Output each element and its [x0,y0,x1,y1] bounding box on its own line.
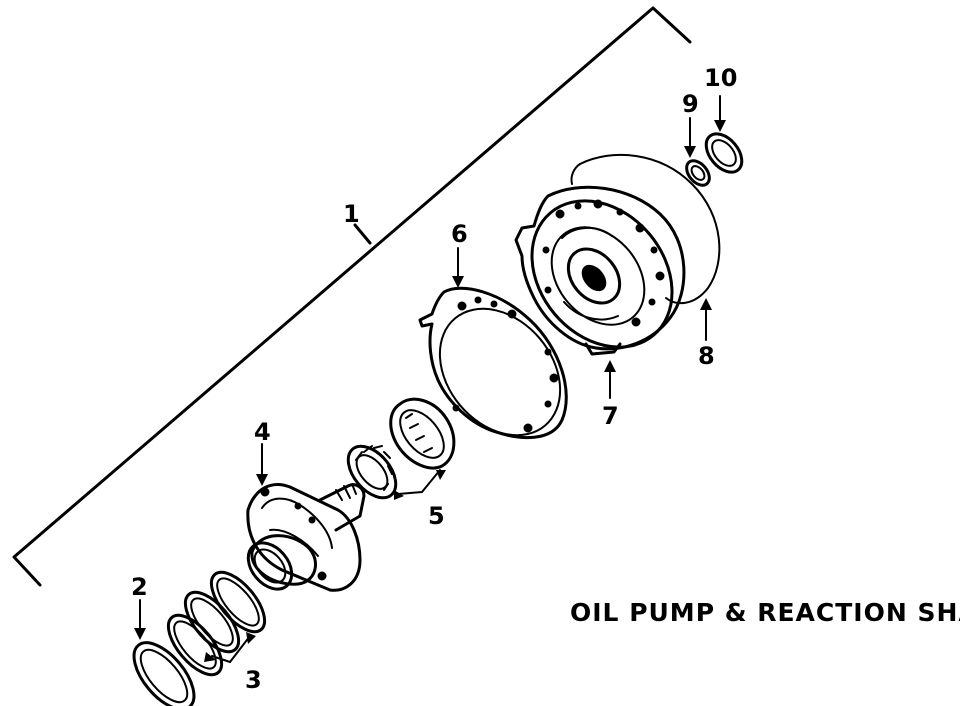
callout-5: 5 [428,502,445,530]
callout-1: 1 [343,200,360,228]
part-4-reaction-shaft-support [246,443,366,592]
part-3-seal-rings [166,570,267,677]
callout-4: 4 [254,418,271,446]
part-2-seal-ring [132,599,196,706]
callout-8: 8 [698,342,715,370]
callout-10: 10 [704,64,737,92]
part-8-o-ring [570,153,721,341]
callout-3: 3 [245,666,262,694]
callout-2: 2 [131,573,148,601]
part-10-seal [704,95,744,174]
callout-6: 6 [451,220,468,248]
callout-9: 9 [682,90,699,118]
part-5-bearings [346,397,456,500]
part-7-oil-pump-housing [514,185,686,399]
diagram-caption: OIL PUMP & REACTION SHAFT [570,598,960,627]
assembly-bracket [12,6,692,587]
part-9-seal [684,117,711,187]
part-6-gasket [418,247,568,440]
callout-7: 7 [602,402,619,430]
